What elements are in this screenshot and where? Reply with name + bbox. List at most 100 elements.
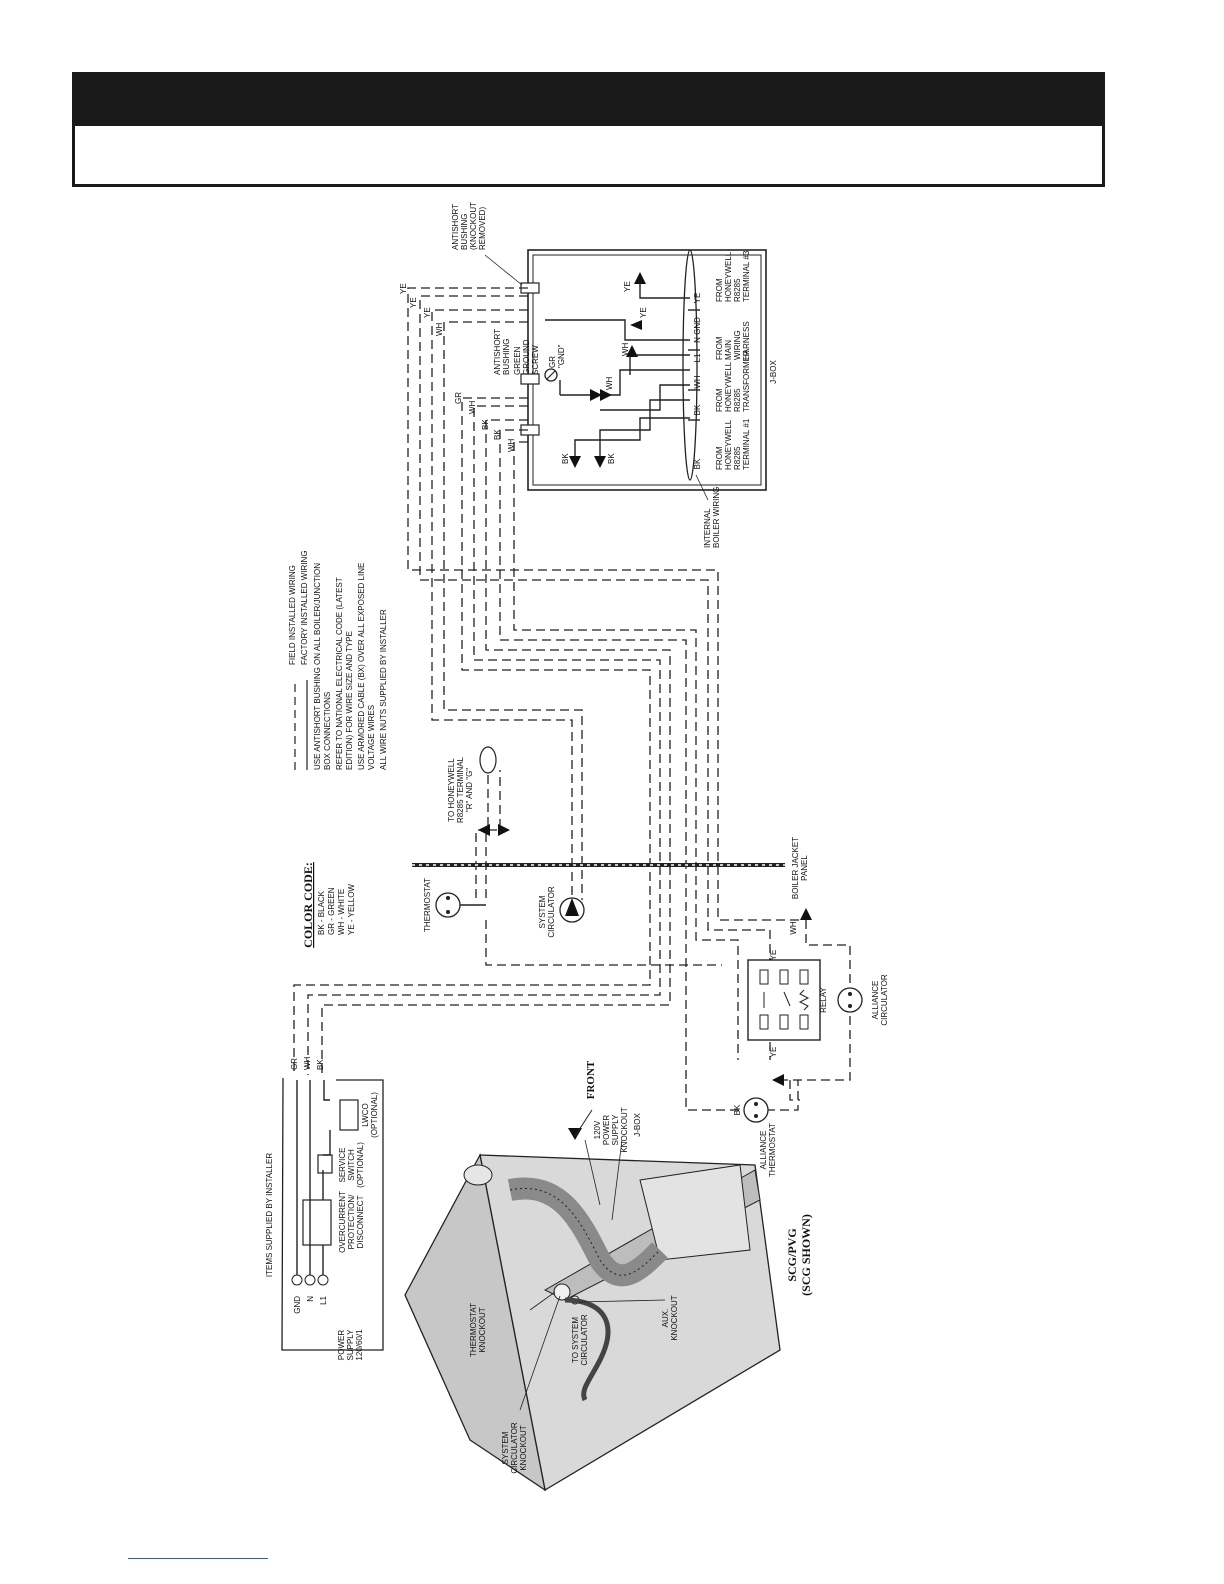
jbox-terminals <box>688 309 700 421</box>
svg-text:YE: YE <box>623 281 632 292</box>
svg-text:TERMINAL #3: TERMINAL #3 <box>742 250 751 302</box>
svg-text:KNOCKOUT: KNOCKOUT <box>519 1425 528 1470</box>
svg-text:BK - BLACK: BK - BLACK <box>317 890 326 935</box>
svg-text:(OPTIONAL): (OPTIONAL) <box>370 1092 379 1138</box>
svg-text:HONEYWELL: HONEYWELL <box>724 251 733 302</box>
svg-text:WH: WH <box>303 1056 312 1070</box>
jbox-label: J-BOX <box>769 360 778 384</box>
svg-text:BK: BK <box>607 453 616 464</box>
svg-text:BK: BK <box>693 404 702 415</box>
svg-text:CIRCULATOR: CIRCULATOR <box>880 974 889 1025</box>
svg-text:HONEYWELL: HONEYWELL <box>724 361 733 412</box>
svg-text:TRANSFORMER: TRANSFORMER <box>742 350 751 412</box>
svg-text:L1: L1 <box>693 353 702 362</box>
svg-text:SUPPLY: SUPPLY <box>346 1329 355 1361</box>
svg-text:TO SYSTEM: TO SYSTEM <box>571 1317 580 1363</box>
svg-text:BK: BK <box>561 453 570 464</box>
svg-text:SCG/PVG: SCG/PVG <box>785 1228 799 1281</box>
svg-text:BUSHING: BUSHING <box>502 339 511 375</box>
svg-text:YE: YE <box>769 950 778 961</box>
svg-text:L1: L1 <box>319 1295 328 1304</box>
svg-text:GR: GR <box>290 1058 299 1070</box>
subheader-box <box>72 126 1105 187</box>
svg-text:WH: WH <box>507 438 516 452</box>
svg-text:CIRCULATOR: CIRCULATOR <box>547 886 556 937</box>
thermostat: THERMOSTAT <box>423 878 486 932</box>
header-bar <box>72 72 1105 126</box>
svg-text:YE: YE <box>399 283 408 294</box>
alliance-thermostat: BK ALLIANCE THERMOSTAT <box>733 1097 777 1177</box>
svg-text:SUPPLY: SUPPLY <box>611 1114 620 1146</box>
svg-text:WH - WHITE: WH - WHITE <box>337 889 346 935</box>
svg-text:FROM: FROM <box>715 278 724 302</box>
svg-text:YE: YE <box>423 307 432 318</box>
svg-text:BOX CONNECTIONS: BOX CONNECTIONS <box>323 692 332 770</box>
color-code: COLOR CODE: BK - BLACK GR - GREEN WH - W… <box>301 862 356 948</box>
footer-link[interactable] <box>128 1558 268 1559</box>
svg-text:GR - GREEN: GR - GREEN <box>327 887 336 935</box>
svg-text:YE - YELLOW: YE - YELLOW <box>347 884 356 935</box>
svg-text:SYSTEM: SYSTEM <box>501 1431 510 1464</box>
svg-text:FIELD INSTALLED WIRING: FIELD INSTALLED WIRING <box>288 565 297 665</box>
svg-text:"R" AND "G": "R" AND "G" <box>465 768 474 812</box>
svg-text:(KNOCKOUT: (KNOCKOUT <box>469 202 478 250</box>
svg-text:R8285: R8285 <box>733 388 742 412</box>
jacket-panel: BOILER JACKET PANEL <box>412 837 809 899</box>
relay: RELAY YE YE WH <box>747 908 828 1086</box>
svg-text:ANTISHORT: ANTISHORT <box>493 329 502 375</box>
installer-box: ITEMS SUPPLIED BY INSTALLER GND N L1 POW… <box>265 1056 384 1361</box>
svg-text:R8285: R8285 <box>733 446 742 470</box>
svg-text:HONEYWELL: HONEYWELL <box>724 419 733 470</box>
svg-text:BUSHING: BUSHING <box>460 214 469 250</box>
svg-text:TERMINAL #1: TERMINAL #1 <box>742 418 751 470</box>
svg-text:CIRCULATOR: CIRCULATOR <box>580 1314 589 1365</box>
svg-text:OVERCURRENT: OVERCURRENT <box>338 1191 347 1253</box>
svg-text:REMOVED): REMOVED) <box>478 207 487 250</box>
svg-text:ITEMS SUPPLIED BY INSTALLER: ITEMS SUPPLIED BY INSTALLER <box>265 1153 274 1277</box>
svg-text:GROUND: GROUND <box>522 339 531 375</box>
svg-text:KNOCKOUT: KNOCKOUT <box>670 1295 679 1340</box>
svg-text:WH: WH <box>468 400 477 414</box>
svg-text:BK: BK <box>316 1059 325 1070</box>
svg-text:BK: BK <box>733 1104 742 1115</box>
svg-text:SERVICE: SERVICE <box>338 1148 347 1183</box>
svg-text:FROM: FROM <box>715 446 724 470</box>
svg-text:USE ANTISHORT BUSHING ON ALL B: USE ANTISHORT BUSHING ON ALL BOILER/JUNC… <box>313 563 322 770</box>
svg-text:EDITION) FOR WIRE SIZE AND TYP: EDITION) FOR WIRE SIZE AND TYPE <box>345 631 354 770</box>
svg-text:WH: WH <box>605 376 614 390</box>
svg-text:SYSTEM: SYSTEM <box>538 895 547 928</box>
svg-text:GR: GR <box>454 392 463 404</box>
svg-text:GR: GR <box>548 356 557 368</box>
svg-text:(SCG SHOWN): (SCG SHOWN) <box>799 1214 813 1296</box>
svg-text:GREEN: GREEN <box>513 346 522 375</box>
svg-text:TO HONEYWELL: TO HONEYWELL <box>447 758 456 822</box>
svg-text:PROTECTION/: PROTECTION/ <box>347 1194 356 1249</box>
svg-text:POWER: POWER <box>602 1115 611 1145</box>
svg-text:THERMOSTAT: THERMOSTAT <box>469 1303 478 1357</box>
svg-text:FRONT: FRONT <box>585 1060 597 1099</box>
svg-text:ALL WIRE NUTS SUPPLIED BY INST: ALL WIRE NUTS SUPPLIED BY INSTALLER <box>379 609 388 770</box>
svg-text:MAIN: MAIN <box>724 340 733 360</box>
svg-text:WH: WH <box>621 342 630 356</box>
svg-text:FROM: FROM <box>715 388 724 412</box>
svg-text:SWITCH: SWITCH <box>347 1149 356 1181</box>
svg-text:HARNESS: HARNESS <box>742 321 751 360</box>
svg-text:R8285 TERMINAL: R8285 TERMINAL <box>456 756 465 823</box>
svg-text:THERMOSTAT: THERMOSTAT <box>768 1123 777 1177</box>
svg-text:YE: YE <box>409 297 418 308</box>
svg-text:GND: GND <box>693 317 702 335</box>
svg-text:PANEL: PANEL <box>800 855 809 881</box>
svg-text:120/60/1: 120/60/1 <box>355 1329 364 1361</box>
svg-text:BK: BK <box>693 458 702 469</box>
svg-text:BOILER JACKET: BOILER JACKET <box>791 837 800 899</box>
honeywell-note: TO HONEYWELL R8285 TERMINAL "R" AND "G" <box>447 746 510 836</box>
svg-text:THERMOSTAT: THERMOSTAT <box>423 878 432 932</box>
svg-text:N: N <box>306 1296 315 1302</box>
svg-text:FACTORY INSTALLED WIRING: FACTORY INSTALLED WIRING <box>300 550 309 665</box>
svg-text:RELAY: RELAY <box>819 987 828 1013</box>
svg-text:INTERNAL: INTERNAL <box>703 508 712 548</box>
svg-text:ALLIANCE: ALLIANCE <box>759 1131 768 1170</box>
svg-text:FROM: FROM <box>715 336 724 360</box>
svg-text:REFER TO NATIONAL ELECTRICAL C: REFER TO NATIONAL ELECTRICAL CODE (LATES… <box>335 577 344 770</box>
svg-text:KNOCKOUT: KNOCKOUT <box>620 1107 629 1152</box>
